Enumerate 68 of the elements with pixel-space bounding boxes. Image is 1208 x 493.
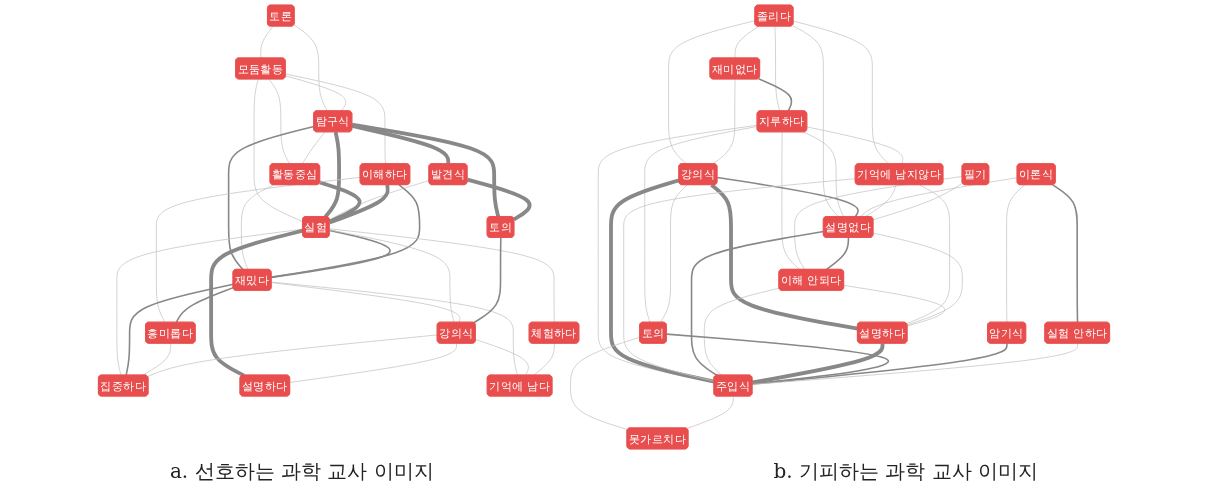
connector [227, 125, 315, 271]
connector [329, 229, 455, 323]
connector [1006, 184, 1026, 323]
connector [351, 124, 451, 164]
connector [270, 184, 421, 278]
connector [475, 339, 529, 376]
connector [329, 180, 430, 221]
connector [793, 20, 890, 165]
connector [329, 228, 555, 323]
connector [623, 178, 856, 382]
connector [751, 342, 1008, 385]
connector [825, 237, 850, 271]
connector [116, 228, 304, 376]
connector [260, 26, 274, 59]
connector [710, 183, 859, 331]
connector [686, 396, 734, 429]
connector [533, 343, 555, 376]
connector [253, 78, 304, 222]
connector [209, 228, 304, 378]
connector [175, 286, 235, 324]
connector [141, 343, 172, 376]
connector [774, 26, 781, 112]
connector [791, 25, 839, 218]
connector [859, 177, 1018, 218]
connector [268, 78, 290, 165]
connector [285, 73, 386, 165]
connector [125, 283, 235, 377]
connector [570, 336, 641, 430]
connector [716, 176, 859, 218]
connector [328, 184, 390, 225]
connector [734, 26, 760, 59]
connector [865, 184, 897, 218]
connector [906, 184, 950, 324]
connector [241, 184, 275, 271]
connector [757, 77, 793, 112]
connector [752, 343, 1078, 385]
connector [271, 282, 461, 323]
connector [597, 124, 758, 383]
connector [1052, 184, 1079, 324]
connector [293, 24, 328, 112]
connector [690, 230, 825, 377]
connector [323, 131, 341, 219]
connector [271, 281, 518, 376]
connector [301, 131, 326, 165]
figure-caption: b. 기피하는 과학 교사 이미지 [773, 458, 1039, 485]
connector [872, 232, 963, 326]
connector [147, 334, 438, 377]
figure-caption: a. 선호하는 과학 교사 이미지 [169, 458, 434, 485]
connector [466, 177, 532, 221]
connector [668, 20, 756, 165]
connector [781, 131, 801, 271]
connector [843, 285, 946, 327]
connector [351, 122, 501, 218]
connector [665, 333, 890, 385]
connector [289, 343, 457, 383]
connector [659, 184, 688, 323]
connector [803, 131, 845, 218]
connector [609, 178, 715, 384]
connector [872, 182, 963, 221]
connector [156, 176, 361, 323]
connector [285, 75, 347, 112]
connector [712, 78, 736, 165]
connector [472, 237, 502, 324]
connector [703, 287, 780, 376]
connector [752, 343, 885, 385]
connector [806, 126, 904, 165]
connector [644, 126, 758, 323]
connector [270, 229, 391, 279]
